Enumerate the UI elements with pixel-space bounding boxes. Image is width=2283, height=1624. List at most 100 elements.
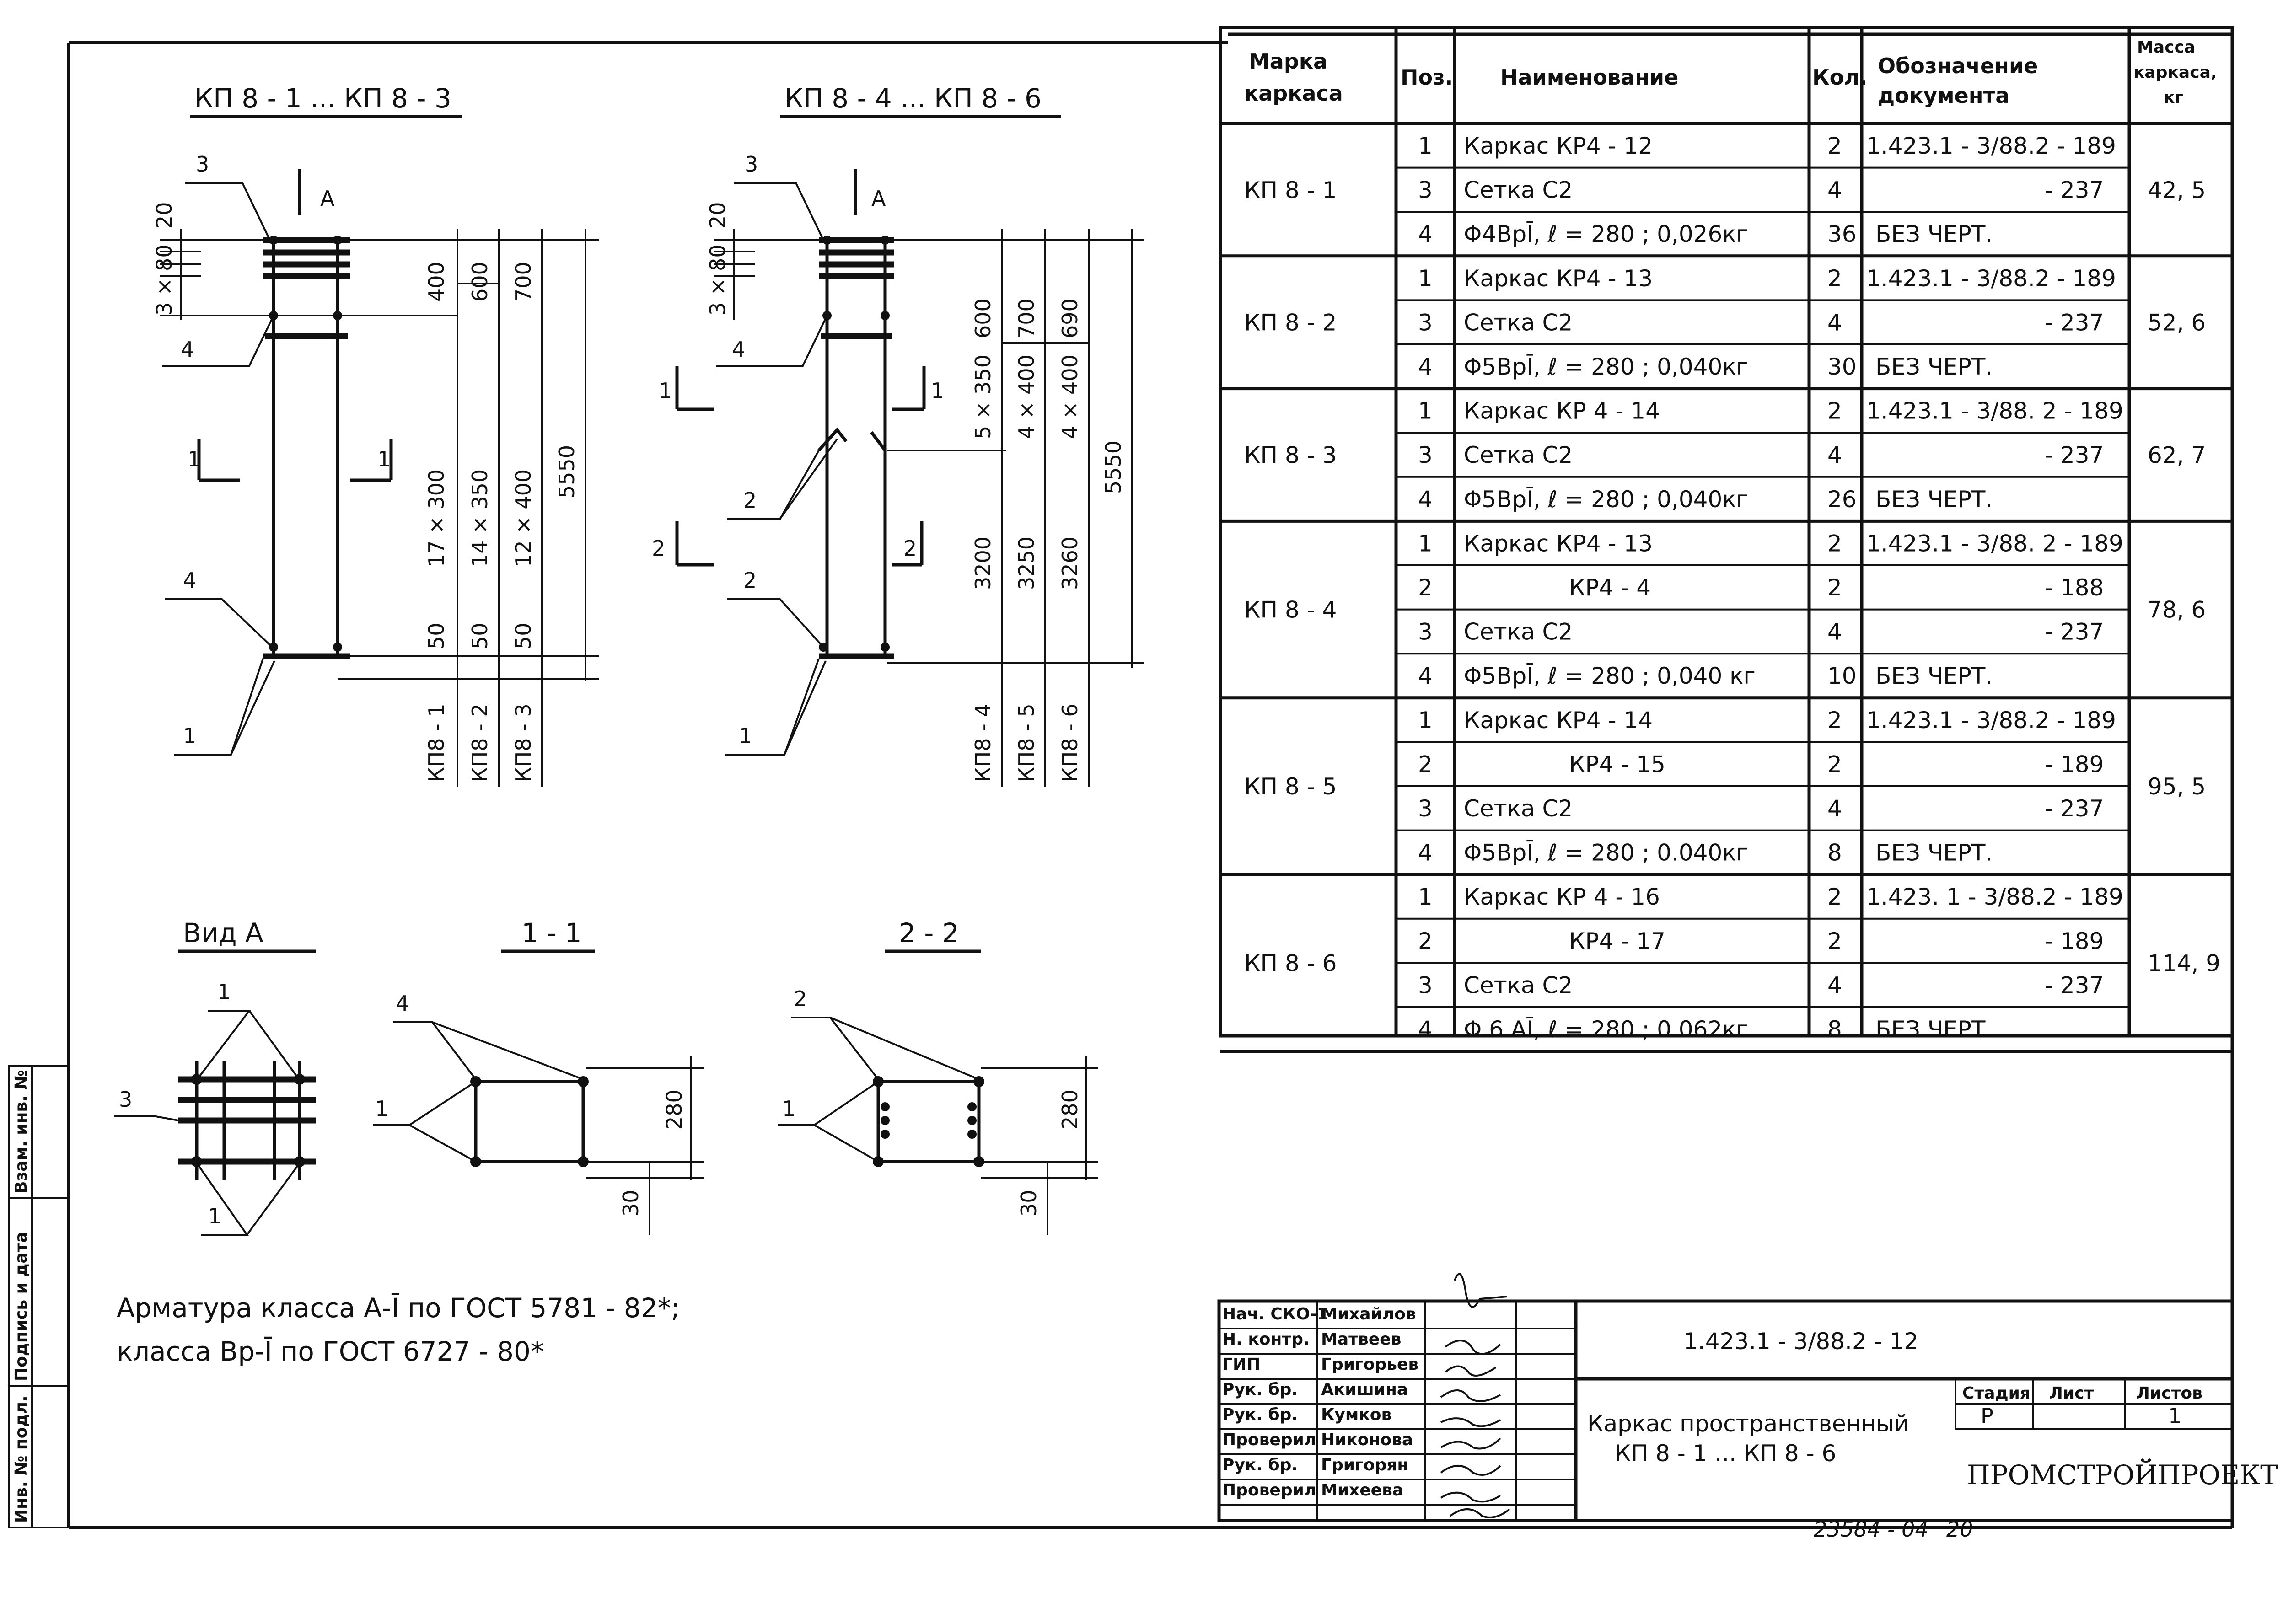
- spec-name: КР4 - 15: [1569, 751, 1665, 777]
- spec-doc: 1.423.1 - 3/88.2 - 189: [1866, 707, 2116, 734]
- group2-mark-kp8-5: КП8 - 5: [1014, 703, 1039, 782]
- group2-dim-3250: 3250: [1014, 536, 1039, 590]
- group1-pos3-label: 3: [196, 152, 209, 177]
- spec-qty: 4: [1827, 795, 1842, 822]
- section-22-title: 2 - 2: [899, 917, 959, 949]
- th-name: Наименование: [1500, 65, 1678, 90]
- spec-mark: КП 8 - 4: [1244, 597, 1337, 623]
- view-a-pos3: 3: [119, 1087, 132, 1112]
- group1-dim-5550: 5550: [554, 445, 579, 498]
- tb-name: Акишина: [1321, 1380, 1408, 1399]
- spec-name: Φ5ВрĪ, ℓ = 280 ; 0,040кг: [1464, 354, 1748, 380]
- tb-stage-label: Стадия: [1962, 1384, 2031, 1403]
- group2-cut1-right: 1: [931, 378, 944, 403]
- tb-role: Рук. бр.: [1222, 1380, 1298, 1399]
- group2-cut2-left: 2: [652, 536, 665, 561]
- group1-dim-12x400: 12 × 400: [511, 469, 536, 567]
- spec-pos: 4: [1418, 840, 1433, 866]
- spec-pos: 1: [1418, 530, 1433, 557]
- tb-name: Никонова: [1321, 1431, 1413, 1449]
- group1-dim-700: 700: [511, 262, 536, 302]
- group2-pos2-upper-label: 2: [743, 488, 757, 513]
- spec-qty: 26: [1827, 486, 1857, 513]
- spec-name: Сетка С2: [1464, 972, 1573, 998]
- section-1-1: 1 - 1 280 30 4 1: [373, 917, 704, 1235]
- signatures: [1440, 1273, 1510, 1518]
- spec-mass: 95, 5: [2148, 773, 2206, 800]
- spec-pos: 4: [1418, 354, 1433, 380]
- tb-role: Нач. СКО-1: [1222, 1305, 1328, 1324]
- th-mass-1: Масса: [2137, 38, 2195, 57]
- footer-page-no: 20: [1946, 1517, 1973, 1542]
- section-11-title: 1 - 1: [521, 917, 582, 949]
- note-line-1: Арматура класса А-Ī по ГОСТ 5781 - 82*;: [117, 1292, 680, 1324]
- spec-doc: БЕЗ ЧЕРТ.: [1875, 663, 1993, 689]
- spec-name: Каркас КР4 - 13: [1464, 530, 1653, 557]
- group1-dim-50-b: 50: [467, 622, 492, 649]
- spec-qty: 2: [1827, 398, 1842, 424]
- stamp-signature-date: Подпись и дата: [12, 1232, 31, 1381]
- spec-doc: 1.423.1 - 3/88. 2 - 189: [1866, 398, 2123, 424]
- spec-name: Сетка С2: [1464, 442, 1573, 468]
- tb-sheet-label: Лист: [2049, 1384, 2094, 1403]
- group2-dim-20: 20: [705, 202, 730, 229]
- group1-dim-400: 400: [424, 262, 449, 302]
- tb-title-line2: КП 8 - 1 ... КП 8 - 6: [1615, 1440, 1836, 1467]
- th-pos: Поз.: [1401, 65, 1453, 90]
- spec-qty: 2: [1827, 928, 1842, 954]
- spec-qty: 4: [1827, 177, 1842, 204]
- section-11-pos1: 1: [375, 1096, 388, 1121]
- group1-dim-14x350: 14 × 350: [467, 469, 492, 567]
- group1-dim-50-a: 50: [424, 622, 449, 649]
- elevation-group1: КП 8 - 1 ... КП 8 - 3 А 20 3 × 80: [152, 83, 599, 787]
- spec-name: Каркас КР4 - 13: [1464, 265, 1653, 292]
- th-mark-2: каркаса: [1244, 81, 1343, 106]
- th-doc-2: документа: [1878, 83, 2009, 108]
- spec-doc: БЕЗ ЧЕРТ.: [1875, 840, 1993, 866]
- spec-pos: 2: [1418, 751, 1433, 777]
- spec-qty: 2: [1827, 530, 1842, 557]
- spec-pos: 3: [1418, 442, 1433, 468]
- group1-dim-50-c: 50: [511, 622, 536, 649]
- section-22-pos1: 1: [782, 1096, 795, 1121]
- spec-qty: 30: [1827, 354, 1857, 380]
- spec-pos: 2: [1418, 928, 1433, 954]
- reinforcement-note: Арматура класса А-Ī по ГОСТ 5781 - 82*; …: [117, 1292, 680, 1367]
- spec-name: Φ4ВрĪ, ℓ = 280 ; 0,026кг: [1464, 221, 1748, 247]
- spec-pos: 3: [1418, 972, 1433, 998]
- view-a-title: Вид А: [183, 917, 263, 949]
- spec-pos: 1: [1418, 133, 1433, 159]
- spec-name: Φ5ВрĪ, ℓ = 280 ; 0,040 кг: [1464, 663, 1756, 689]
- tb-sheets-label: Листов: [2136, 1384, 2202, 1403]
- group1-dim-3x80: 3 × 80: [152, 244, 177, 316]
- spec-name: Каркас КР4 - 12: [1464, 133, 1653, 159]
- group2-cut1-left: 1: [659, 378, 672, 403]
- group2-cut2-right: 2: [903, 536, 917, 561]
- spec-qty: 4: [1827, 309, 1842, 336]
- group2-mark-kp8-4: КП8 - 4: [971, 703, 995, 782]
- spec-name: Φ5ВрĪ, ℓ = 280 ; 0.040кг: [1464, 840, 1748, 866]
- tb-stage-value: Р: [1981, 1404, 1993, 1428]
- group1-section-a-label: А: [320, 186, 335, 211]
- group2-dim-5x350: 5 × 350: [971, 354, 995, 439]
- group1-mark-kp8-2: КП8 - 2: [467, 703, 492, 782]
- group1-dim-20: 20: [152, 202, 177, 229]
- spec-qty: 2: [1827, 574, 1842, 601]
- spec-qty: 4: [1827, 442, 1842, 468]
- spec-doc: БЕЗ ЧЕРТ.: [1875, 221, 1993, 247]
- group1-pos4-top-label: 4: [181, 337, 194, 362]
- group2-section-a-label: А: [871, 186, 886, 211]
- spec-pos: 3: [1418, 795, 1433, 822]
- group1-mark-kp8-1: КП8 - 1: [424, 703, 449, 782]
- spec-qty: 10: [1827, 663, 1857, 689]
- spec-doc: - 237: [2045, 309, 2104, 336]
- spec-pos: 1: [1418, 707, 1433, 734]
- spec-mass: 42, 5: [2148, 177, 2206, 204]
- group1-pos4-bottom-label: 4: [183, 568, 196, 593]
- group2-dim-690: 690: [1058, 298, 1082, 338]
- spec-qty: 4: [1827, 619, 1842, 645]
- tb-title-line1: Каркас пространственный: [1587, 1410, 1909, 1437]
- spec-name: Сетка С2: [1464, 177, 1573, 204]
